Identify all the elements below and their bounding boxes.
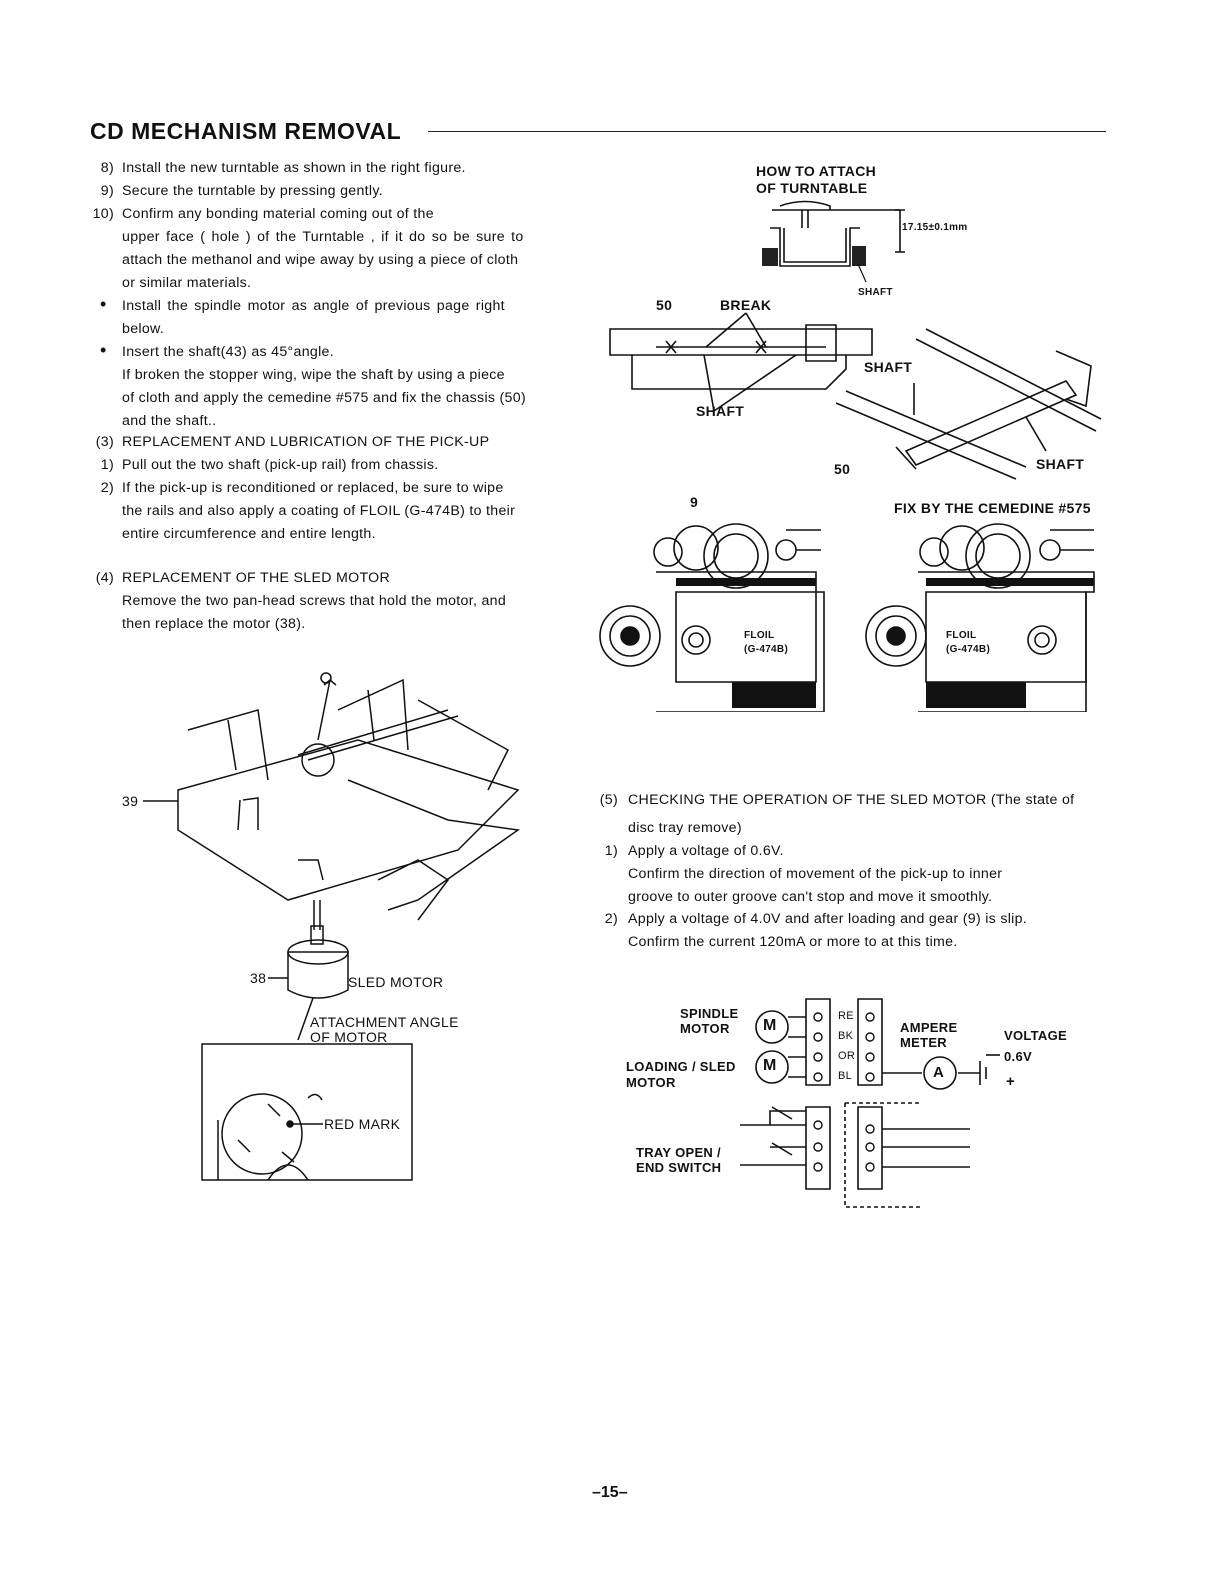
sled-motor-label: SLED MOTOR <box>348 974 444 990</box>
test-circuit-figure: SPINDLE MOTOR M LOADING / SLED MOTOR M T… <box>620 995 1090 1215</box>
section-3-step-1-number: 1) <box>100 457 114 473</box>
loading-motor-symbol: M <box>763 1057 777 1074</box>
step-9-text: Secure the turntable by pressing gently. <box>122 183 383 199</box>
spindle-motor-label-line-1: SPINDLE <box>680 1006 739 1021</box>
section-5-step-1-title: Apply a voltage of 0.6V. <box>628 843 784 859</box>
section-3-step-2-line-3: entire circumference and entire length. <box>122 526 376 542</box>
title-rule <box>428 131 1106 132</box>
attachment-angle-line-2: OF MOTOR <box>310 1029 388 1045</box>
step-8-number: 8) <box>100 160 114 176</box>
section-5-step-2-line-2: Confirm the current 120mA or more to at … <box>628 934 958 950</box>
sled-motor-figure: 39 38 SLED MOTOR ATTACHMENT ANGLE OF MOT… <box>118 660 538 1185</box>
floil-label-a-line-1: FLOIL <box>744 630 775 641</box>
ammeter-symbol: A <box>933 1064 945 1081</box>
section-3-step-2-line-2: the rails and also apply a coating of FL… <box>122 503 516 519</box>
section-5-number: (5) <box>599 792 618 808</box>
shaft-label-b: SHAFT <box>696 403 745 419</box>
attachment-angle-line-1: ATTACHMENT ANGLE <box>310 1014 459 1030</box>
page-title: CD MECHANISM REMOVAL <box>90 118 402 144</box>
step-10-line-3: attach the methanol and wipe away by usi… <box>122 252 519 268</box>
floil-figure: 9 FIX BY THE CEMEDINE #575 <box>596 492 1106 714</box>
section-4-title: REPLACEMENT OF THE SLED MOTOR <box>122 570 391 586</box>
section-5-title-line-2: disc tray remove) <box>628 820 742 836</box>
step-8-text: Install the new turntable as shown in th… <box>122 160 466 176</box>
wire-re-label: RE <box>838 1010 854 1022</box>
gear-9-label: 9 <box>690 494 699 510</box>
section-3-step-1-text: Pull out the two shaft (pick-up rail) fr… <box>122 457 439 473</box>
section-3-step-2-line-1: If the pick-up is reconditioned or repla… <box>122 480 504 496</box>
tray-switch-label-line-2: END SWITCH <box>636 1160 722 1175</box>
bullet-icon: • <box>100 294 107 314</box>
shaft-label-a: SHAFT <box>864 359 913 375</box>
bullet-icon: • <box>100 340 107 360</box>
break-label: BREAK <box>720 297 772 313</box>
chassis-39-label: 39 <box>122 793 139 809</box>
turntable-figure: HOW TO ATTACH OF TURNTABLE 17.15±0.1mm S… <box>740 160 1000 300</box>
floil-diagram <box>596 512 1106 712</box>
section-5-step-1-number: 1) <box>604 843 618 859</box>
turntable-diagram <box>762 198 940 288</box>
sled-motor-diagram <box>118 660 538 1185</box>
loading-sled-motor-label-line-2: MOTOR <box>626 1075 676 1090</box>
fix-cemedine-label: FIX BY THE CEMEDINE #575 <box>894 500 1091 516</box>
floil-label-a-line-2: (G-474B) <box>744 644 789 655</box>
turntable-title-line-1: HOW TO ATTACH <box>756 163 877 179</box>
turntable-dimension: 17.15±0.1mm <box>902 222 968 233</box>
wire-bl-label: BL <box>838 1070 853 1082</box>
section-3-step-2-number: 2) <box>100 480 114 496</box>
section-4-line-2: then replace the motor (38). <box>122 616 306 632</box>
section-3-number: (3) <box>95 434 114 450</box>
step-10-line-2: upper face ( hole ) of the Turntable , i… <box>122 229 524 245</box>
shaft-diagram <box>596 311 1106 481</box>
bullet-1-line-1: Install the spindle motor as angle of pr… <box>122 298 505 314</box>
motor-38-label: 38 <box>250 970 267 986</box>
voltage-label: VOLTAGE <box>1004 1028 1068 1043</box>
chassis-50-label-b: 50 <box>834 461 851 477</box>
shaft-figure: 50 BREAK SHAFT SHAFT 50 SHAFT <box>596 295 1116 485</box>
step-10-number: 10) <box>92 206 114 222</box>
step-10-line-1: Confirm any bonding material coming out … <box>122 206 434 222</box>
section-4-number: (4) <box>95 570 114 586</box>
bullet-2-line-2: If broken the stopper wing, wipe the sha… <box>122 367 505 383</box>
ampere-meter-label-line-2: METER <box>900 1035 947 1050</box>
turntable-shaft-label: SHAFT <box>858 287 893 298</box>
page-number: –15– <box>592 1484 628 1501</box>
bullet-1-line-2: below. <box>122 321 165 337</box>
bullet-2-line-4: and the shaft.. <box>122 413 217 429</box>
floil-label-b-line-2: (G-474B) <box>946 644 991 655</box>
wire-or-label: OR <box>838 1050 856 1062</box>
step-10-line-4: or similar materials. <box>122 275 252 291</box>
section-5-step-2-number: 2) <box>604 911 618 927</box>
section-5-title-line-1: CHECKING THE OPERATION OF THE SLED MOTOR… <box>628 792 1075 808</box>
wire-bk-label: BK <box>838 1030 854 1042</box>
section-3-title: REPLACEMENT AND LUBRICATION OF THE PICK-… <box>122 434 490 450</box>
bullet-2-line-1: Insert the shaft(43) as 45°angle. <box>122 344 334 360</box>
voltage-value: 0.6V <box>1004 1049 1032 1064</box>
bullet-2-line-3: of cloth and apply the cemedine #575 and… <box>122 390 526 406</box>
ampere-meter-label-line-1: AMPERE <box>900 1020 958 1035</box>
section-5-step-1-line-1: Confirm the direction of movement of the… <box>628 866 1003 882</box>
shaft-label-c: SHAFT <box>1036 456 1085 472</box>
section-5-step-2-line-1: Apply a voltage of 4.0V and after loadin… <box>628 911 1028 927</box>
battery-plus-sign: + <box>1006 1073 1016 1090</box>
section-5-step-1-line-2: groove to outer groove can't stop and mo… <box>628 889 993 905</box>
loading-sled-motor-label-line-1: LOADING / SLED <box>626 1059 736 1074</box>
test-circuit-diagram <box>620 995 1090 1215</box>
turntable-title-line-2: OF TURNTABLE <box>756 180 868 196</box>
section-4-line-1: Remove the two pan-head screws that hold… <box>122 593 507 609</box>
step-9-number: 9) <box>100 183 114 199</box>
spindle-motor-symbol: M <box>763 1017 777 1034</box>
red-mark-label: RED MARK <box>324 1116 401 1132</box>
chassis-50-label: 50 <box>656 297 673 313</box>
spindle-motor-label-line-2: MOTOR <box>680 1021 730 1036</box>
tray-switch-label-line-1: TRAY OPEN / <box>636 1145 721 1160</box>
floil-label-b-line-1: FLOIL <box>946 630 977 641</box>
